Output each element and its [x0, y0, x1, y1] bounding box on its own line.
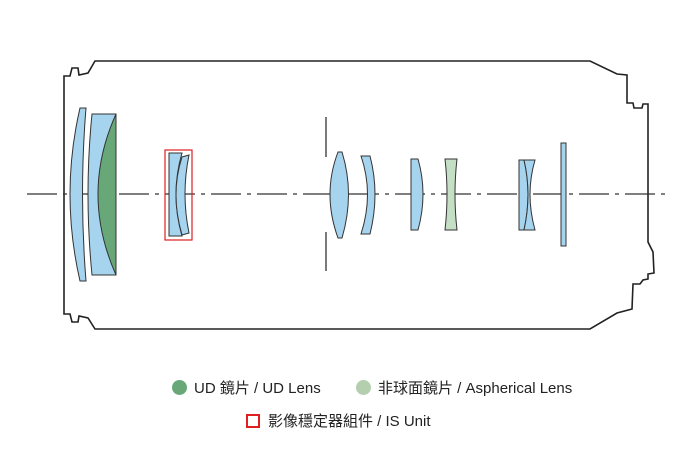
legend-is-unit-label: 影像穩定器組件 / IS Unit: [268, 413, 431, 430]
legend-is-unit: 影像穩定器組件 / IS Unit: [246, 410, 431, 431]
lens-element-1: [69, 107, 87, 282]
lens-element-biconvex: [329, 151, 349, 239]
legend-ud: UD 鏡片 / UD Lens: [172, 377, 321, 398]
lens-element-meniscus: [360, 155, 376, 235]
is-lens-2: [175, 154, 190, 236]
aspherical-lens-element: [444, 158, 458, 231]
glass-plate: [560, 142, 567, 247]
aspherical-swatch-icon: [356, 380, 371, 395]
legend-ud-label: UD 鏡片 / UD Lens: [194, 380, 321, 397]
is-unit-swatch-icon: [246, 413, 260, 428]
legend-aspherical-label: 非球面鏡片 / Aspherical Lens: [378, 380, 573, 397]
ud-swatch-icon: [172, 380, 187, 395]
ud-lens-element: [97, 113, 117, 276]
lens-elements: [69, 107, 567, 282]
lens-barrel-outline: [63, 60, 655, 330]
is-unit-box: [164, 149, 193, 241]
lens-element-planoconvex: [410, 158, 424, 231]
doublet-lens-2: [523, 159, 536, 231]
legend-aspherical: 非球面鏡片 / Aspherical Lens: [356, 377, 572, 398]
